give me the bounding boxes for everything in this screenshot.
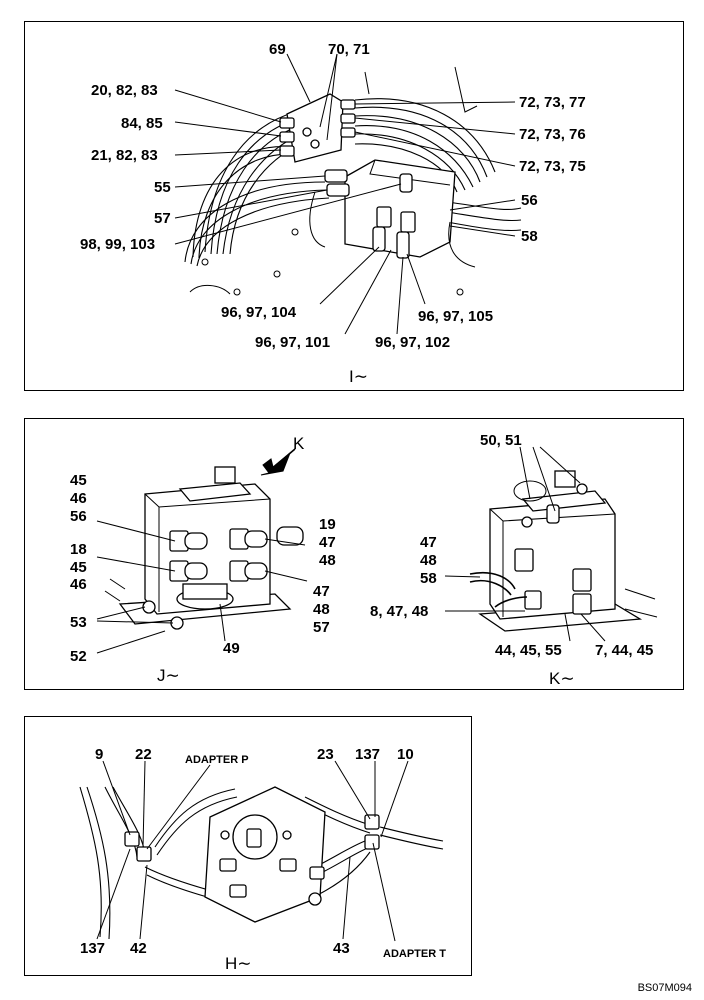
- label-45-b: 45: [70, 559, 87, 576]
- label-72-73-77: 72, 73, 77: [519, 94, 586, 111]
- leader-lines-i: [174, 53, 516, 335]
- hose-bundle-right: [354, 98, 522, 232]
- label-47-c: 47: [420, 534, 437, 551]
- label-50-51: 50, 51: [480, 432, 522, 449]
- label-56: 56: [521, 192, 538, 209]
- label-55: 55: [154, 179, 171, 196]
- label-58: 58: [521, 228, 538, 245]
- view-label-j: J∼: [157, 666, 180, 685]
- label-44-45-55: 44, 45, 55: [495, 642, 562, 659]
- fittings-h: [124, 814, 380, 862]
- label-46-a: 46: [70, 490, 87, 507]
- label-8-47-48: 8, 47, 48: [370, 603, 428, 620]
- fittings-96-97: [372, 206, 416, 259]
- view-k-arrow: [260, 448, 296, 476]
- label-98-99-103: 98, 99, 103: [80, 236, 155, 253]
- panel-view-i: 69 70, 71 20, 82, 83 84, 85 21, 82, 83 5…: [24, 21, 684, 391]
- label-43: 43: [333, 940, 350, 957]
- label-72-73-75: 72, 73, 75: [519, 158, 586, 175]
- frame-cutouts: [189, 66, 478, 296]
- label-96-97-104: 96, 97, 104: [221, 304, 297, 321]
- label-57-j: 57: [313, 619, 330, 636]
- label-137-a: 137: [355, 746, 380, 763]
- label-48-b: 48: [313, 601, 330, 618]
- label-84-85: 84, 85: [121, 115, 163, 132]
- view-label-i: I∼: [349, 367, 368, 386]
- view-label-h: H∼: [225, 954, 252, 973]
- label-46-b: 46: [70, 576, 87, 593]
- panel-view-j-k: K 45 46 56 18 45 46: [24, 418, 684, 690]
- panel-view-h: 9 22 ADAPTER P 23 137 10 137 42 43 ADAPT…: [24, 716, 472, 976]
- label-49: 49: [223, 640, 240, 657]
- label-42: 42: [130, 940, 147, 957]
- leader-lines-j: [96, 520, 308, 654]
- label-22: 22: [135, 746, 152, 763]
- label-adapter-t: ADAPTER T: [383, 948, 446, 960]
- label-20-82-83: 20, 82, 83: [91, 82, 158, 99]
- label-96-97-101: 96, 97, 101: [255, 334, 330, 351]
- label-45-a: 45: [70, 472, 87, 489]
- label-21-82-83: 21, 82, 83: [91, 147, 158, 164]
- label-58-k: 58: [420, 570, 437, 587]
- valve-block-h: [204, 786, 326, 923]
- figure-reference-code: BS07M094: [637, 982, 692, 994]
- valve-assembly-j: [104, 466, 304, 630]
- label-10: 10: [397, 746, 414, 763]
- label-52: 52: [70, 648, 87, 665]
- view-j-k-drawing: K 45 46 56 18 45 46: [70, 432, 658, 688]
- label-23: 23: [317, 746, 334, 763]
- label-96-97-102: 96, 97, 102: [375, 334, 450, 351]
- label-47-b: 47: [313, 583, 330, 600]
- view-h-drawing: 9 22 ADAPTER P 23 137 10 137 42 43 ADAPT…: [79, 746, 446, 973]
- label-adapter-p: ADAPTER P: [185, 754, 249, 766]
- label-48-c: 48: [420, 552, 437, 569]
- label-137-b: 137: [80, 940, 105, 957]
- label-48-a: 48: [319, 552, 336, 569]
- label-96-97-105: 96, 97, 105: [418, 308, 493, 325]
- label-72-73-76: 72, 73, 76: [519, 126, 586, 143]
- leader-lines-k: [444, 446, 606, 642]
- label-57: 57: [154, 210, 171, 227]
- valve-assembly-k: [469, 470, 658, 632]
- hose-bundle-left: [184, 111, 330, 267]
- leader-lines-h: [96, 760, 409, 942]
- view-i-drawing: 69 70, 71 20, 82, 83 84, 85 21, 82, 83 5…: [80, 41, 586, 386]
- upper-manifold: [279, 93, 356, 163]
- label-19: 19: [319, 516, 336, 533]
- label-18: 18: [70, 541, 87, 558]
- label-53: 53: [70, 614, 87, 631]
- view-k-arrow-label: K: [293, 434, 305, 453]
- label-7-44-45: 7, 44, 45: [595, 642, 653, 659]
- view-label-k: K∼: [549, 669, 575, 688]
- label-47-a: 47: [319, 534, 336, 551]
- label-56-j: 56: [70, 508, 87, 525]
- label-9: 9: [95, 746, 103, 763]
- label-70-71: 70, 71: [328, 41, 370, 58]
- label-69: 69: [269, 41, 286, 58]
